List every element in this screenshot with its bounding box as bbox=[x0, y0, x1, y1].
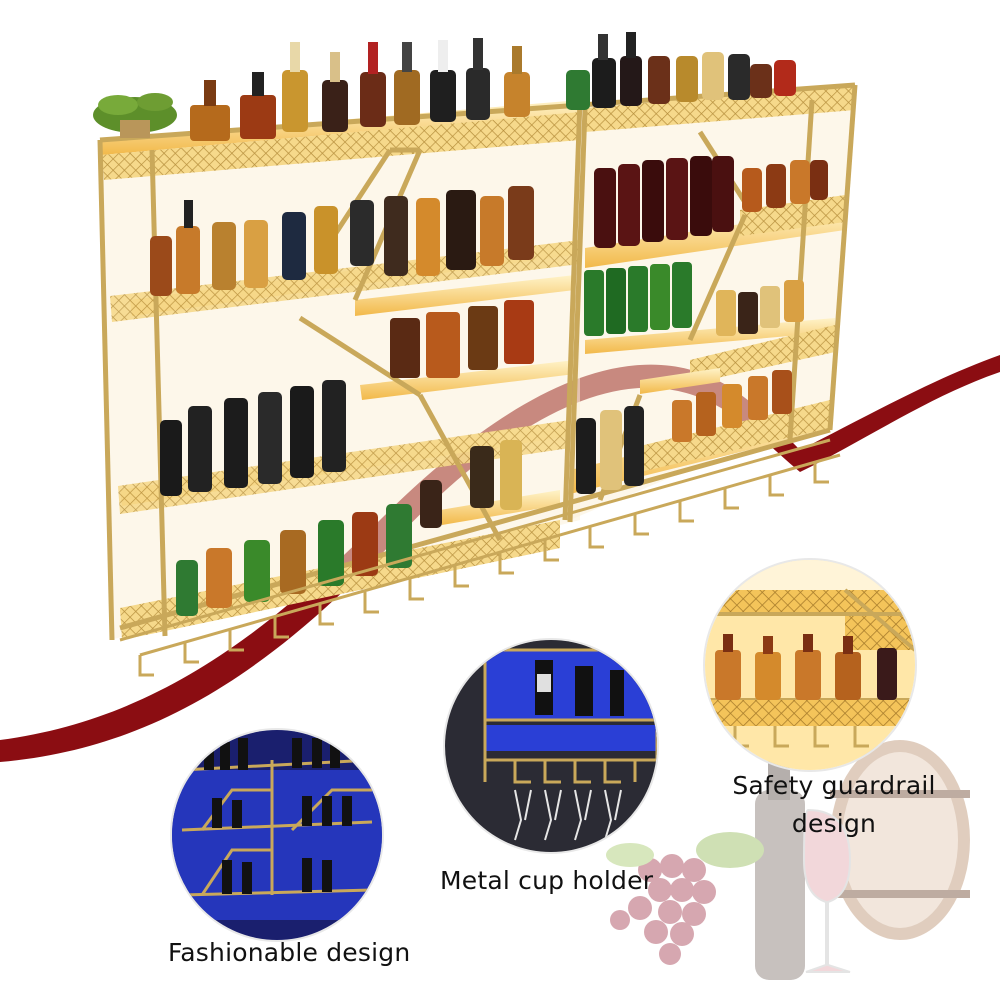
caption-safety-guardrail-line2: design bbox=[791, 809, 877, 838]
caption-safety-guardrail-line1: Safety guardrail bbox=[732, 771, 936, 800]
wine-glass-icon bbox=[802, 808, 852, 973]
wine-barrel-icon bbox=[830, 740, 970, 940]
bottle-rows bbox=[93, 32, 828, 616]
potted-plant-icon bbox=[93, 93, 177, 138]
caption-metal-cup-holder: Metal cup holder bbox=[440, 866, 654, 895]
vignette-safety-guardrail bbox=[705, 560, 915, 770]
vignette-fashionable-design bbox=[172, 730, 382, 940]
grape-bunch-icon bbox=[606, 832, 764, 965]
wine-still-life bbox=[606, 740, 970, 980]
vignette-metal-cup-holder bbox=[445, 640, 657, 852]
cup-holder-rails bbox=[119, 438, 841, 677]
caption-safety-guardrail: Safety guardrail design bbox=[714, 767, 954, 843]
caption-fashionable-design: Fashionable design bbox=[168, 938, 411, 967]
